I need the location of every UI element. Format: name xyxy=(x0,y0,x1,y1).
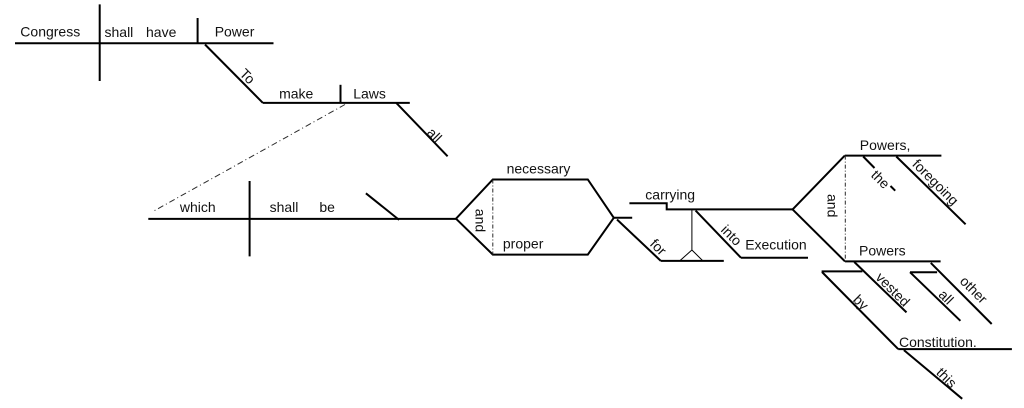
svg-text:be: be xyxy=(319,199,335,215)
svg-text:Constitution.: Constitution. xyxy=(899,334,977,350)
svg-text:Execution: Execution xyxy=(745,237,806,253)
svg-text:which: which xyxy=(179,199,216,215)
svg-text:proper: proper xyxy=(503,235,544,251)
svg-text:Congress: Congress xyxy=(20,23,80,39)
svg-text:necessary: necessary xyxy=(507,160,571,176)
svg-text:shall: shall xyxy=(270,199,299,215)
svg-text:have: have xyxy=(146,24,177,40)
svg-text:Powers,: Powers, xyxy=(860,137,911,153)
svg-text:Laws: Laws xyxy=(353,85,386,101)
svg-text:and: and xyxy=(473,209,489,232)
svg-text:Powers: Powers xyxy=(859,242,906,258)
svg-text:make: make xyxy=(279,85,313,101)
svg-text:carrying: carrying xyxy=(645,187,695,203)
svg-text:and: and xyxy=(825,194,841,217)
svg-text:shall: shall xyxy=(105,24,134,40)
svg-text:Power: Power xyxy=(215,24,255,40)
